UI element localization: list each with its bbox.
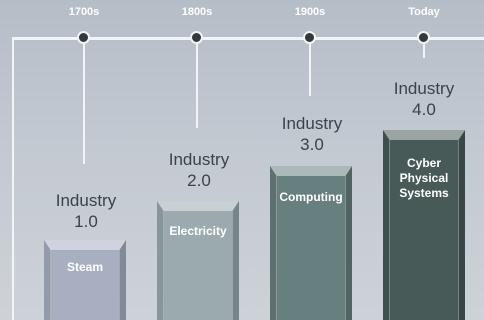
- block-side-left: [157, 201, 164, 320]
- industry-4-label: Cyber Physical Systems: [383, 156, 465, 201]
- industry-4-label-line-1: Cyber: [406, 156, 441, 170]
- block-cap: [270, 166, 352, 176]
- industry-2-label-line: Electricity: [169, 224, 227, 238]
- block-side-left: [44, 240, 51, 320]
- era-label-today: Today: [408, 6, 440, 18]
- block-cap: [383, 130, 465, 140]
- era-label-1900s: 1900s: [294, 6, 326, 18]
- industry-4-label-line-2: Physical: [399, 171, 449, 185]
- timeline-stem-4: [423, 44, 425, 58]
- industry-4-title: Industry 4.0: [369, 78, 479, 120]
- block-side-right: [458, 130, 465, 320]
- industry-2-block: Electricity: [157, 201, 239, 320]
- industry-3-title: Industry 3.0: [257, 113, 367, 155]
- left-rule: [12, 37, 14, 320]
- block-side-left: [270, 166, 277, 320]
- industry-3-label-line: Computing: [279, 190, 343, 204]
- industry-1-label-line: Steam: [66, 260, 104, 274]
- industry-3-label: Computing: [270, 190, 352, 205]
- block-face: [276, 176, 346, 320]
- block-face: [389, 140, 459, 320]
- timeline-stem-2: [196, 44, 198, 128]
- timeline-dot-3: [303, 31, 316, 44]
- industry-3-block: Computing: [270, 166, 352, 320]
- timeline-dot-1: [77, 31, 90, 44]
- block-cap: [44, 240, 126, 250]
- block-face: [50, 250, 120, 320]
- era-label-1700s: 1700s: [68, 6, 100, 18]
- industry-1-block: Steam: [44, 240, 126, 320]
- industry-2-title-version: 2.0: [187, 171, 211, 190]
- block-side-left: [383, 130, 390, 320]
- industry-3-title-word: Industry: [281, 114, 343, 133]
- industry-2-label: Electricity: [157, 224, 239, 239]
- industry-4-title-version: 4.0: [412, 100, 436, 119]
- industry-4-label-line-3: Systems: [399, 186, 449, 200]
- era-label-1800s: 1800s: [181, 6, 213, 18]
- timeline-dot-4: [417, 31, 430, 44]
- industry-1-title-word: Industry: [55, 191, 117, 210]
- industry-1-title-version: 1.0: [74, 212, 98, 231]
- industry-4-title-word: Industry: [393, 79, 455, 98]
- block-side-right: [119, 240, 126, 320]
- industry-4-block: Cyber Physical Systems: [383, 130, 465, 320]
- block-cap: [157, 201, 239, 211]
- block-face: [163, 211, 233, 320]
- timeline-line: [12, 37, 484, 40]
- industry-1-label: Steam: [44, 260, 126, 275]
- industry-2-title: Industry 2.0: [144, 149, 254, 191]
- industry-3-title-version: 3.0: [300, 135, 324, 154]
- block-side-right: [232, 201, 239, 320]
- timeline-stem-3: [309, 44, 311, 96]
- block-side-right: [345, 166, 352, 320]
- industry-1-title: Industry 1.0: [31, 190, 141, 232]
- timeline-dot-2: [190, 31, 203, 44]
- timeline-stem-1: [83, 44, 85, 164]
- industry-2-title-word: Industry: [168, 150, 230, 169]
